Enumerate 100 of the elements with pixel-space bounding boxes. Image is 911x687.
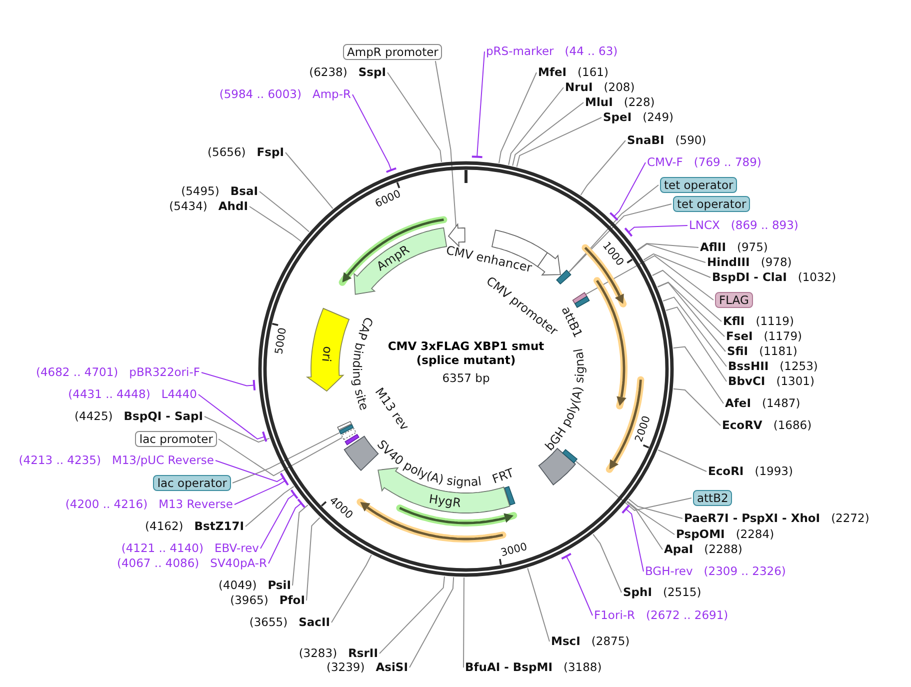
feature-label: ori	[319, 346, 335, 362]
leader-line	[658, 450, 707, 472]
feature-label: FRT	[490, 466, 516, 486]
primer-range: (769 .. 789)	[694, 155, 762, 170]
primer-name: pRS-marker	[486, 44, 554, 59]
leader-line	[352, 94, 392, 170]
primer-range: (2309 .. 2326)	[704, 564, 786, 579]
primer-name: EBV-rev	[214, 541, 259, 556]
cut-position: (249)	[642, 110, 674, 125]
enzyme-name: MluI	[585, 95, 613, 110]
primer-name: LNCX	[689, 218, 720, 233]
primer-name: L4440	[161, 387, 197, 402]
leader-line	[666, 306, 727, 382]
leader-line	[626, 501, 663, 550]
enzyme-name: BssHII	[728, 359, 769, 374]
enzyme-name: BbvCI	[728, 374, 766, 389]
leader-line	[566, 556, 593, 616]
leader-line	[657, 282, 726, 352]
leader-line	[234, 480, 286, 505]
cut-position: (3965)	[230, 593, 268, 608]
leader-line	[498, 72, 537, 164]
enzyme-name: PfoI	[279, 593, 305, 608]
cut-position: (4162)	[145, 519, 184, 534]
primer-range: (4067 .. 4086)	[117, 556, 200, 571]
leader-line	[568, 204, 672, 272]
feature-label: HygR	[428, 492, 462, 510]
cut-position: (1993)	[754, 464, 793, 479]
cut-position: (1686)	[773, 418, 812, 433]
enzyme-name: SspI	[358, 65, 386, 80]
leader-line	[409, 576, 454, 668]
leader-line	[652, 270, 722, 322]
feature-tag: lac promoter	[135, 431, 217, 447]
enzyme-name: AsiSI	[376, 660, 408, 675]
leader-line	[198, 394, 265, 440]
enzyme-name: ApaI	[664, 542, 694, 557]
cut-position: (2288)	[704, 542, 742, 557]
leader-line	[672, 346, 724, 404]
leader-line	[592, 534, 622, 593]
leader-line	[268, 503, 302, 564]
scale-label: 6000	[372, 188, 402, 210]
enzyme-name: NruI	[565, 80, 593, 95]
cut-position: (975)	[736, 240, 768, 255]
leader-line	[232, 432, 340, 484]
leader-line	[434, 60, 457, 228]
leader-line	[508, 87, 564, 166]
primer-range: (4431 .. 4448)	[68, 387, 150, 402]
enzyme-name: HindIII	[707, 255, 750, 270]
cut-position: (2875)	[591, 634, 630, 649]
leader-line	[218, 437, 343, 476]
enzyme-name: SacII	[298, 615, 330, 630]
leader-line	[575, 460, 692, 511]
leader-line	[215, 460, 284, 482]
leader-line	[643, 253, 711, 278]
leader-line	[516, 117, 602, 168]
enzyme-name: PspOMI	[676, 527, 725, 542]
feature-tag: FLAG	[715, 292, 753, 308]
feature-label: attB1	[558, 304, 586, 340]
cut-position: (1119)	[756, 314, 794, 329]
cut-position: (3188)	[563, 660, 602, 675]
leader-line	[201, 372, 254, 386]
leader-line	[306, 517, 320, 601]
cut-position: (4049)	[218, 578, 257, 593]
leader-line	[628, 225, 688, 232]
cut-position: (1301)	[776, 374, 814, 389]
enzyme-name: BsaI	[230, 184, 258, 199]
leader-line	[245, 486, 294, 527]
enzyme-name: SfiI	[727, 344, 748, 359]
plasmid-length: 6357 bp	[442, 371, 490, 385]
enzyme-name: FseI	[726, 329, 753, 344]
leader-line	[285, 152, 334, 210]
enzyme-name: BspQI - SapI	[124, 409, 203, 424]
scale-label: 5000	[273, 327, 289, 356]
enzyme-name: EcoRV	[722, 418, 762, 433]
leader-line	[204, 416, 270, 443]
enzyme-name: RsrII	[348, 646, 378, 661]
enzyme-name: SphI	[623, 585, 652, 600]
cut-position: (3283)	[298, 646, 338, 661]
feature-tag: tet operator	[673, 196, 750, 212]
enzyme-name: EcoRI	[708, 464, 744, 479]
leader-line	[673, 388, 721, 426]
leader-line	[637, 243, 706, 263]
feature-label: CMV enhancer	[444, 243, 534, 275]
primer-name: BGH-rev	[645, 564, 693, 579]
enzyme-name: SpeI	[603, 110, 632, 125]
primer-range: (869 .. 893)	[730, 218, 798, 233]
leader-line	[463, 577, 464, 668]
enzyme-name: BspDI - ClaI	[712, 270, 787, 285]
primer-name: M13/pUC Reverse	[112, 453, 214, 468]
primer-name: CMV-F	[647, 155, 683, 170]
primer-name: Amp-R	[312, 87, 351, 102]
cut-position: (5656)	[208, 145, 246, 160]
enzyme-name: BfuAI - BspMI	[465, 660, 552, 675]
leader-line	[331, 554, 372, 623]
cut-position: (1032)	[798, 270, 836, 285]
leader-line	[626, 508, 644, 572]
cut-position: (3655)	[249, 615, 288, 630]
leader-line	[292, 504, 308, 586]
scale-label: 2000	[633, 414, 654, 444]
cut-position: (6238)	[309, 65, 348, 80]
leader-line	[260, 494, 294, 549]
